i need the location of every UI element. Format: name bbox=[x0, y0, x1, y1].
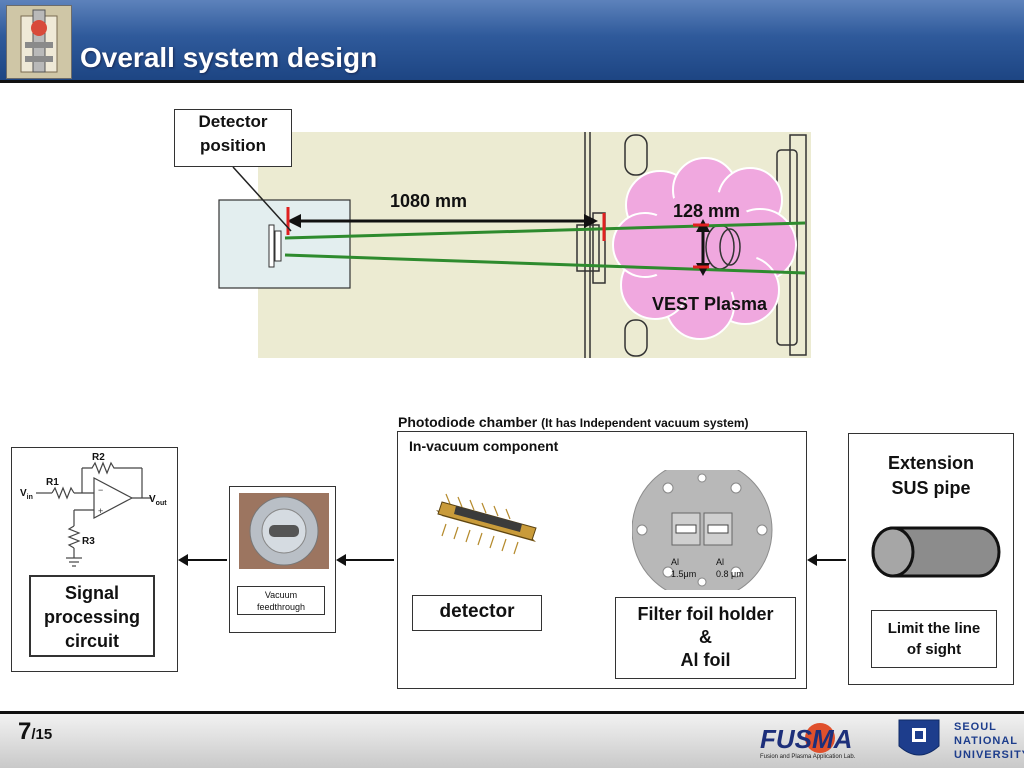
sight-line-lower bbox=[284, 253, 806, 275]
lab-caption: Fusion and Plasma Application Lab. bbox=[760, 754, 856, 760]
fusma-logo: FUSMA Fusion and Plasma Application Lab. bbox=[758, 716, 878, 766]
foil-a-label: Al 1.5μm bbox=[671, 557, 697, 579]
detector-chip-image bbox=[436, 493, 537, 555]
feedthrough-panel: Vacuum feedthrough bbox=[229, 486, 336, 633]
limit-line-of-sight-label: Limit the line of sight bbox=[871, 610, 997, 668]
in-vacuum-label: In-vacuum component bbox=[409, 438, 559, 454]
detector-pointer-line bbox=[232, 166, 292, 232]
opamp-schematic: − + Vin R1 R2 R3 Vout bbox=[20, 452, 167, 567]
extension-pipe-label: Extension SUS pipe bbox=[887, 453, 975, 498]
filter-foil-label: Filter foil holder & Al foil bbox=[615, 597, 796, 679]
chamber-title-main: Photodiode chamber bbox=[398, 414, 538, 430]
detector-element bbox=[274, 230, 282, 262]
footer-bar bbox=[0, 714, 1024, 768]
feedthrough-photo bbox=[239, 493, 329, 569]
page-number: 7/15 bbox=[18, 718, 52, 746]
r3-label: R3 bbox=[82, 536, 95, 547]
distance-1080-label: 1080 mm bbox=[390, 191, 468, 211]
extension-pipe-panel: Extension SUS pipe Limit the line of sig… bbox=[848, 433, 1014, 685]
feedthrough-label: Vacuum feedthrough bbox=[237, 586, 325, 615]
detector-box bbox=[218, 199, 351, 289]
beamline-drawing bbox=[218, 132, 811, 358]
vin-label: Vin bbox=[20, 488, 33, 501]
footer-divider bbox=[0, 711, 1024, 714]
foil-b-label: Al 0.8 μm bbox=[716, 557, 744, 579]
top-diagram bbox=[215, 105, 815, 365]
page-current: 7 bbox=[18, 718, 32, 745]
svg-text:−: − bbox=[98, 485, 103, 495]
plasma-port-inner bbox=[719, 228, 741, 266]
snu-emblem bbox=[894, 716, 944, 766]
r1-label: R1 bbox=[46, 477, 59, 488]
arrow-to-chamber bbox=[807, 554, 846, 566]
institute-logo bbox=[6, 5, 72, 79]
detector-position-label: Detector position bbox=[174, 109, 292, 167]
detector-flange bbox=[268, 224, 275, 268]
svg-text:+: + bbox=[98, 506, 103, 516]
sus-pipe-icon bbox=[871, 526, 1001, 578]
detector-label: detector bbox=[412, 595, 542, 631]
vout-label: Vout bbox=[149, 494, 167, 507]
sight-line-upper bbox=[284, 221, 806, 240]
chamber-title-note: (It has Independent vacuum system) bbox=[541, 416, 749, 430]
header-divider bbox=[0, 80, 1024, 83]
header-bar bbox=[0, 0, 1024, 80]
photodiode-chamber: In-vacuum component detector Al 1.5μm Al… bbox=[397, 431, 807, 689]
signal-processing-label: Signal processing circuit bbox=[29, 575, 155, 657]
filter-foil-holder-image bbox=[632, 470, 773, 590]
distance-128-label: 128 mm bbox=[673, 201, 741, 221]
arrow-to-circuit bbox=[178, 554, 227, 566]
university-name: SEOUL NATIONAL UNIVERSITY bbox=[954, 721, 1024, 761]
r2-label: R2 bbox=[92, 452, 105, 463]
arrow-to-feedthrough bbox=[336, 554, 394, 566]
page-title: Overall system design bbox=[80, 42, 378, 73]
svg-text:FUSMA: FUSMA bbox=[760, 724, 852, 754]
plasma-label: VEST Plasma bbox=[652, 294, 768, 314]
chamber-title: Photodiode chamber (It has Independent v… bbox=[398, 414, 749, 430]
page-total: /15 bbox=[31, 726, 53, 743]
